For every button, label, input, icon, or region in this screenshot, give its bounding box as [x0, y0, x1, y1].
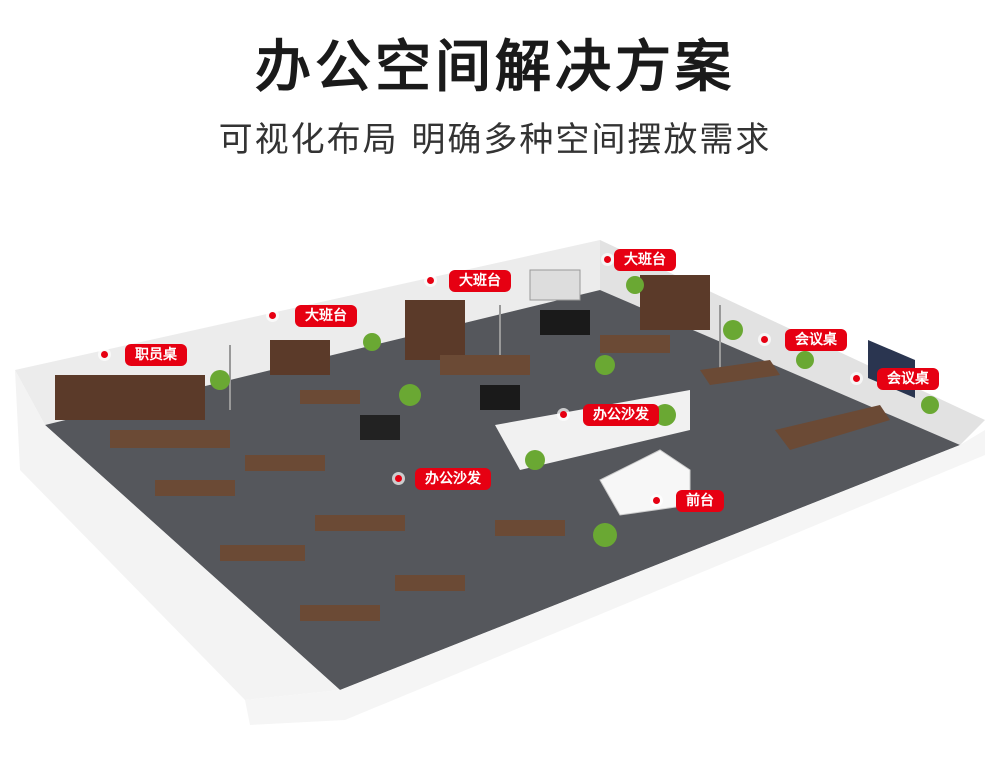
label-text: 会议桌	[785, 329, 847, 351]
label-text: 大班台	[614, 249, 676, 271]
marker-dot-icon	[395, 475, 402, 482]
marker-dot-icon	[560, 411, 567, 418]
marker-dot-icon	[269, 312, 276, 319]
label-text: 会议桌	[877, 368, 939, 390]
front-wall-right	[245, 430, 985, 725]
floor	[45, 290, 960, 690]
label-text: 办公沙发	[415, 468, 491, 490]
label-text: 前台	[676, 490, 724, 512]
label-text: 大班台	[295, 305, 357, 327]
marker-dot-icon	[604, 256, 611, 263]
page-subtitle: 可视化布局 明确多种空间摆放需求	[218, 120, 772, 160]
marker-dot-icon	[761, 336, 768, 343]
front-wall-left	[15, 370, 340, 700]
marker-dot-icon	[653, 497, 660, 504]
label-text: 办公沙发	[583, 404, 659, 426]
marker-dot-icon	[101, 351, 108, 358]
label-text: 大班台	[449, 270, 511, 292]
label-text: 职员桌	[125, 344, 187, 366]
page-title: 办公空间解决方案	[255, 35, 735, 100]
marker-dot-icon	[853, 375, 860, 382]
marker-dot-icon	[427, 277, 434, 284]
